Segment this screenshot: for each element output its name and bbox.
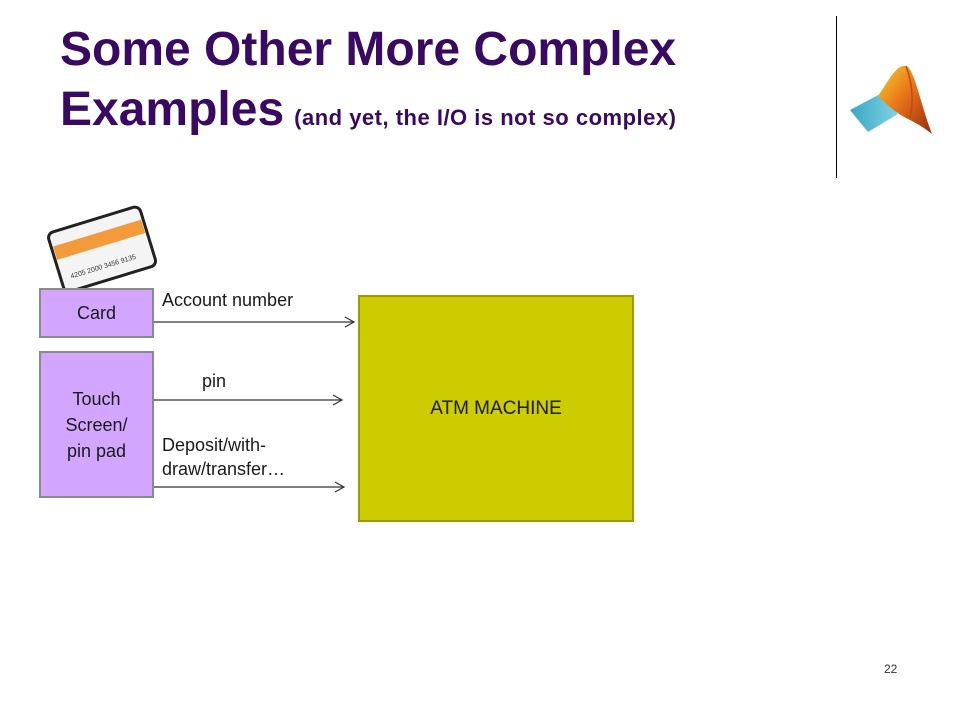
arrow-label-pin: pin [202, 371, 227, 391]
title-main: Some Other More Complex Examples [60, 23, 677, 136]
atm-machine-box: ATM MACHINE [358, 295, 634, 522]
input-touchscreen-box: Touch Screen/ pin pad [39, 351, 154, 498]
input-card-label: Card [76, 303, 116, 323]
atm-machine-label: ATM MACHINE [430, 397, 562, 419]
input-card-box: Card [39, 288, 154, 338]
arrow-label-account-number: Account number [162, 290, 294, 310]
matlab-logo-icon [850, 65, 932, 134]
arrow-account-number [154, 316, 356, 328]
arrow-label-deposit: Deposit/with- draw/transfer… [162, 435, 286, 479]
title-divider [836, 16, 837, 178]
arrow-pin [154, 394, 344, 406]
credit-card-icon: 4205 2000 3456 9135 [47, 205, 158, 293]
input-touchscreen-label: Touch Screen/ pin pad [65, 388, 128, 461]
page-number: 22 [884, 662, 898, 676]
slide-title: Some Other More Complex Examples(and yet… [60, 20, 820, 148]
arrow-deposit [154, 481, 346, 493]
title-subtitle: (and yet, the I/O is not so complex) [294, 105, 677, 130]
